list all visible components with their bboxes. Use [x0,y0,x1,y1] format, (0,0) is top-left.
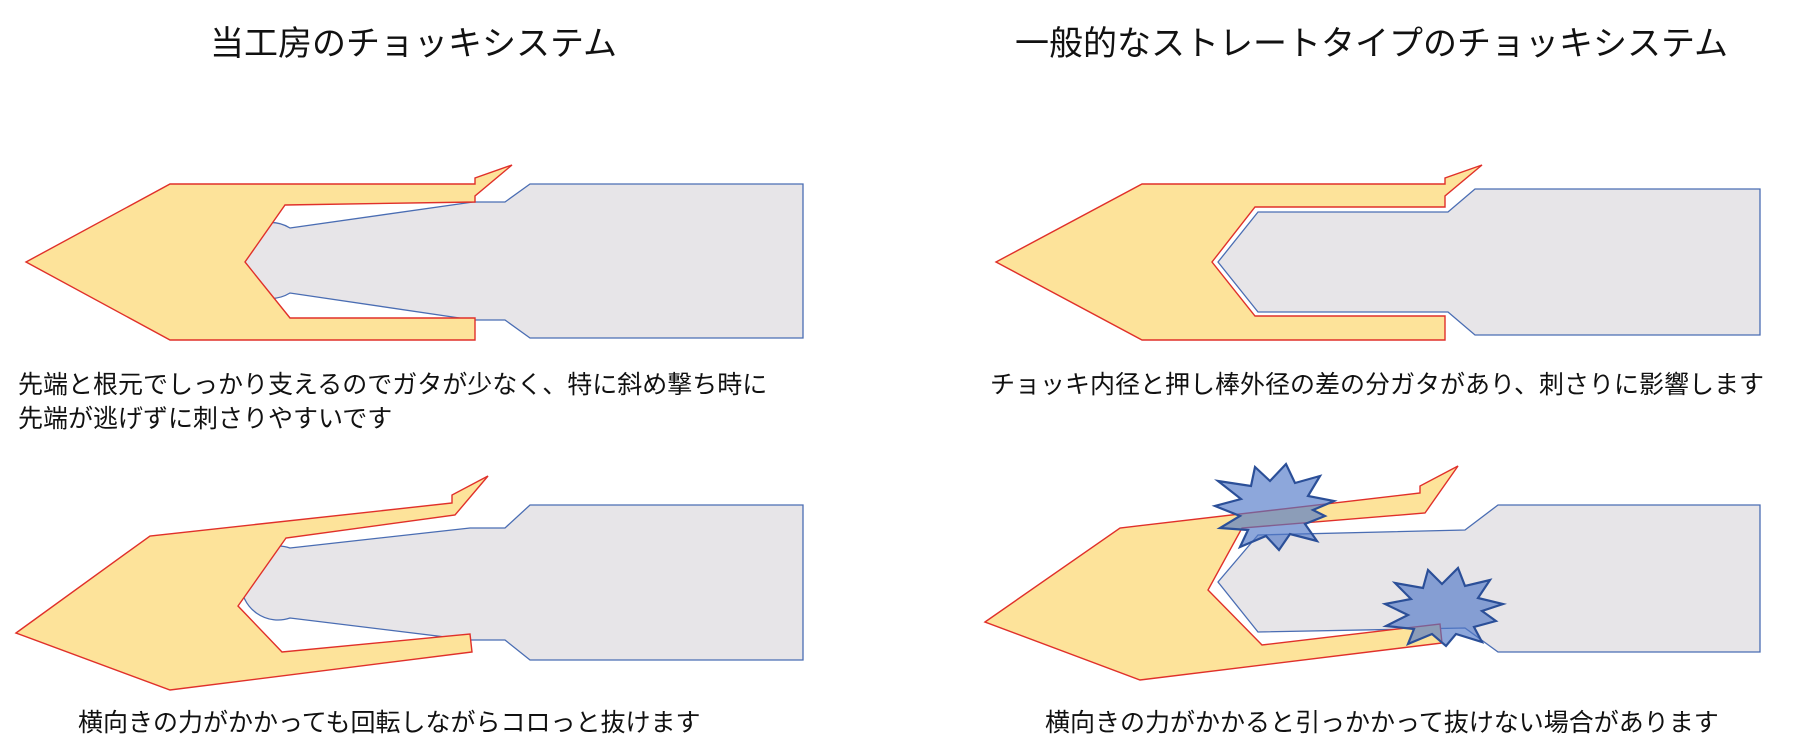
right-top-arrow-tip [994,164,1483,341]
left-title: 当工房のチョッキシステム [210,24,617,64]
right-bottom-pusher-rod [1217,504,1761,653]
right-bottom-assembly [983,462,1761,681]
right-bottom-upper-impact-burst [1211,462,1338,552]
left-caption-top-line1: 先端と根元でしっかり支えるのでガタが少なく、特に斜め撃ち時に [18,370,768,399]
right-bottom-lower-impact-burst [1381,566,1507,648]
right-top-pusher-rod [1217,188,1761,336]
right-caption-top: チョッキ内径と押し棒外径の差の分ガタがあり、刺さりに影響します [990,370,1765,399]
left-top-assembly [24,164,804,341]
right-top-assembly [994,164,1761,341]
left-top-pusher-rod [231,183,804,339]
left-caption-top-line2: 先端が逃げずに刺さりやすいです [18,404,393,433]
right-title: 一般的なストレートタイプのチョッキシステム [1015,24,1728,64]
left-bottom-assembly [14,475,804,691]
right-caption-bottom: 横向きの力がかかると引っかかって抜けない場合があります [1045,708,1719,737]
left-top-arrow-tip [24,164,513,341]
left-bottom-arrow-tip [14,475,489,691]
left-caption-bottom: 横向きの力がかかっても回転しながらコロっと抜けます [78,708,701,737]
